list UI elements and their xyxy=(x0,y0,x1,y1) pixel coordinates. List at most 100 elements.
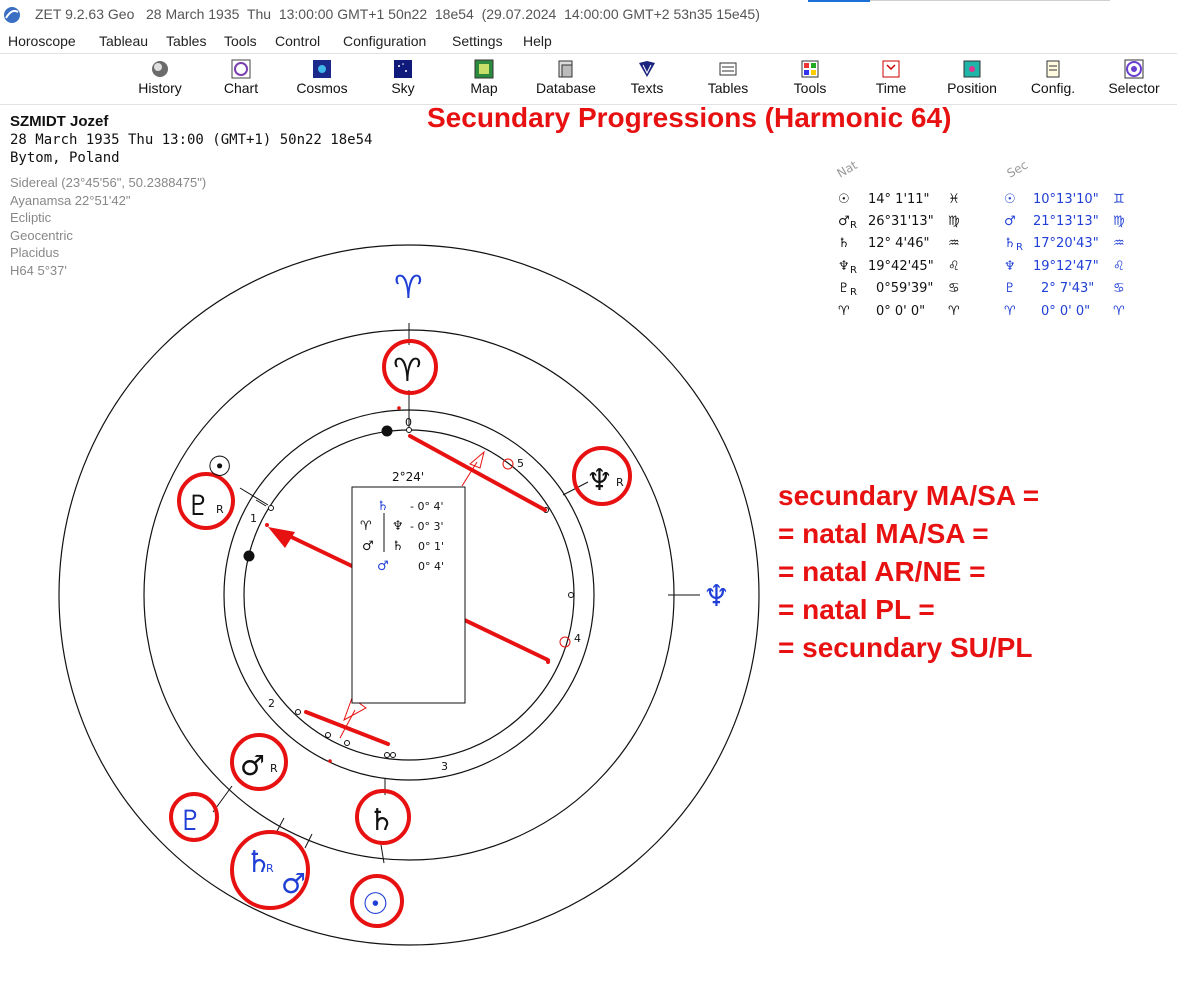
sec-sun-sign: ♊ xyxy=(1113,192,1125,207)
aspect-line-top xyxy=(408,434,547,512)
time-icon xyxy=(882,60,900,78)
person-datetime: 28 March 1935 Thu 13:00 (GMT+1) 50n22 18… xyxy=(10,132,373,148)
sec-pluto-sign: ♋ xyxy=(1113,281,1125,296)
secondary-positions: ☉ 10°13'10" ♊ ♂ 21°13'13" ♍ ♄ R 17°20'43… xyxy=(1004,192,1125,319)
sec-aries-sign: ♈ xyxy=(1113,304,1125,319)
menu-tables[interactable]: Tables xyxy=(166,33,207,49)
sec-saturn-retro-mark: R xyxy=(266,862,274,875)
selector-button[interactable]: Selector xyxy=(1097,56,1171,102)
highlight-sun-sec xyxy=(350,874,404,928)
setting-houses: Placidus xyxy=(10,245,60,260)
menu-tools[interactable]: Tools xyxy=(224,33,257,49)
aspect-row4-val: 0° 4' xyxy=(418,560,444,573)
natal-mars-sign: ♍ xyxy=(948,214,960,229)
history-icon xyxy=(152,61,168,77)
aspect-box: 2°24' ♄ - 0° 4' ♈ ♆ - 0° 3' ♂ ♄ 0° 1' ♂ … xyxy=(351,470,466,704)
sec-mars-pos: 21°13'13" xyxy=(1033,214,1099,229)
sec-aries-glyph: ♈ xyxy=(1004,304,1016,319)
sec-pluto-pos: 2° 7'43" xyxy=(1041,281,1094,296)
map-button[interactable]: Map xyxy=(447,56,521,102)
note-line-3: = natal AR/NE = xyxy=(778,556,986,587)
natal-neptune-retro: R xyxy=(850,265,857,276)
setting-ayanamsa: Ayanamsa 22°51'42" xyxy=(10,192,131,208)
menu-horoscope[interactable]: Horoscope xyxy=(8,33,76,49)
menu-settings[interactable]: Settings xyxy=(452,33,503,49)
config-button[interactable]: Config. xyxy=(1016,56,1090,102)
position-icon xyxy=(963,60,981,78)
natal-aries-glyph: ♈ xyxy=(838,304,850,319)
aspect-arrow-line xyxy=(281,531,550,662)
aspect-box-header: 2°24' xyxy=(392,470,424,484)
sec-sun-pos: 10°13'10" xyxy=(1033,192,1099,207)
sky-icon xyxy=(394,60,412,78)
natal-pluto-retro-mark: R xyxy=(216,503,224,516)
highlight-saturn-natal xyxy=(355,789,411,845)
sec-saturn-retro: R xyxy=(1016,242,1023,253)
inner-ring-outer xyxy=(223,409,595,781)
sec-neptune-wheel-glyph: ♆ xyxy=(703,579,730,614)
natal-sun-pos: 14° 1'11" xyxy=(868,192,930,207)
natal-saturn-glyph: ♄ xyxy=(838,236,850,251)
wheel-spokes xyxy=(212,323,700,864)
highlight-saturn-mars-sec xyxy=(230,830,310,910)
map-icon xyxy=(474,59,494,79)
tools-button[interactable]: Tools xyxy=(773,56,847,102)
natal-neptune-sign: ♌ xyxy=(948,259,960,274)
setting-harmonic: H64 5°37' xyxy=(10,262,67,278)
window-accent-strip xyxy=(808,0,870,2)
title-bar: ZET 9.2.63 Geo 28 March 1935 Thu 13:00:0… xyxy=(0,0,1177,30)
person-place: Bytom, Poland xyxy=(10,150,120,166)
time-button[interactable]: Time xyxy=(854,56,928,102)
position-button[interactable]: Position xyxy=(935,56,1009,102)
menu-control[interactable]: Control xyxy=(275,33,321,49)
sec-mars-glyph: ♂ xyxy=(1004,214,1016,229)
note-line-4: = natal PL = xyxy=(778,594,935,625)
natal-sun-wheel-glyph: ☉ xyxy=(207,450,232,483)
aspect-line-bottom xyxy=(304,710,390,746)
aspect-row1-mid: ♄ xyxy=(377,499,389,514)
svg-text:4: 4 xyxy=(574,632,581,645)
history-button[interactable]: History xyxy=(123,56,197,102)
sec-pluto-glyph: ♇ xyxy=(1004,281,1016,296)
setting-zodiac: Sidereal (23°45'56", 50.2388475") xyxy=(10,175,207,190)
menu-help[interactable]: Help xyxy=(523,33,552,49)
aspect-row2-val: - 0° 3' xyxy=(410,520,443,533)
chart-person-info: SZMIDT Jozef 28 March 1935 Thu 13:00 (GM… xyxy=(10,113,372,167)
sec-aries-pos: 0° 0' 0" xyxy=(1041,304,1090,319)
natal-sun-glyph: ☉ xyxy=(838,192,850,207)
chart-button[interactable]: Chart xyxy=(204,56,278,102)
database-button[interactable]: Database xyxy=(529,56,603,102)
natal-saturn-pos: 12° 4'46" xyxy=(868,236,930,251)
svg-text:0: 0 xyxy=(405,416,412,429)
natal-header: Nat xyxy=(835,158,860,181)
natal-mars-wheel-glyph: ♂ xyxy=(240,749,265,782)
tables-button[interactable]: Tables xyxy=(691,56,765,102)
tools-icon xyxy=(801,60,819,78)
aspect-row3-mid: ♄ xyxy=(392,539,404,554)
planet-markers xyxy=(268,427,574,758)
natal-angle-dot-2 xyxy=(243,550,255,562)
menu-tableau[interactable]: Tableau xyxy=(99,33,149,49)
natal-pluto-retro: R xyxy=(850,287,857,298)
database-icon xyxy=(558,60,573,78)
menu-configuration[interactable]: Configuration xyxy=(343,33,427,49)
highlight-circles xyxy=(169,339,632,928)
aspect-row2-mid: ♆ xyxy=(392,519,404,534)
setting-coordinates: Ecliptic xyxy=(10,210,52,225)
sec-mars-sign: ♍ xyxy=(1113,214,1125,229)
cosmos-button[interactable]: Cosmos xyxy=(285,56,359,102)
natal-mars-retro-mark: R xyxy=(270,762,278,775)
natal-positions: ☉ 14° 1'11" ♓ ♂ R 26°31'13" ♍ ♄ 12° 4'46… xyxy=(838,192,960,319)
natal-saturn-sign: ♒ xyxy=(948,236,960,251)
aspect-row2-left: ♈ xyxy=(360,519,372,534)
window-title: ZET 9.2.63 Geo 28 March 1935 Thu 13:00:0… xyxy=(35,6,760,22)
highlight-pluto-sec xyxy=(169,792,219,842)
sky-button[interactable]: Sky xyxy=(366,56,440,102)
wheel-glyphs: ♈ ♈ ☉ ♇ R ♆ R ♆ ♂ R ♇ ♄ ♄ R ♂ ☉ xyxy=(178,268,730,922)
menu-bar: Horoscope Tableau Tables Tools Control C… xyxy=(0,30,1177,53)
aspect-lines xyxy=(281,434,550,746)
natal-aries-wheel-glyph: ♈ xyxy=(393,351,422,389)
natal-neptune-retro-mark: R xyxy=(616,476,624,489)
texts-button[interactable]: Texts xyxy=(610,56,684,102)
person-name: SZMIDT Jozef xyxy=(10,113,109,130)
